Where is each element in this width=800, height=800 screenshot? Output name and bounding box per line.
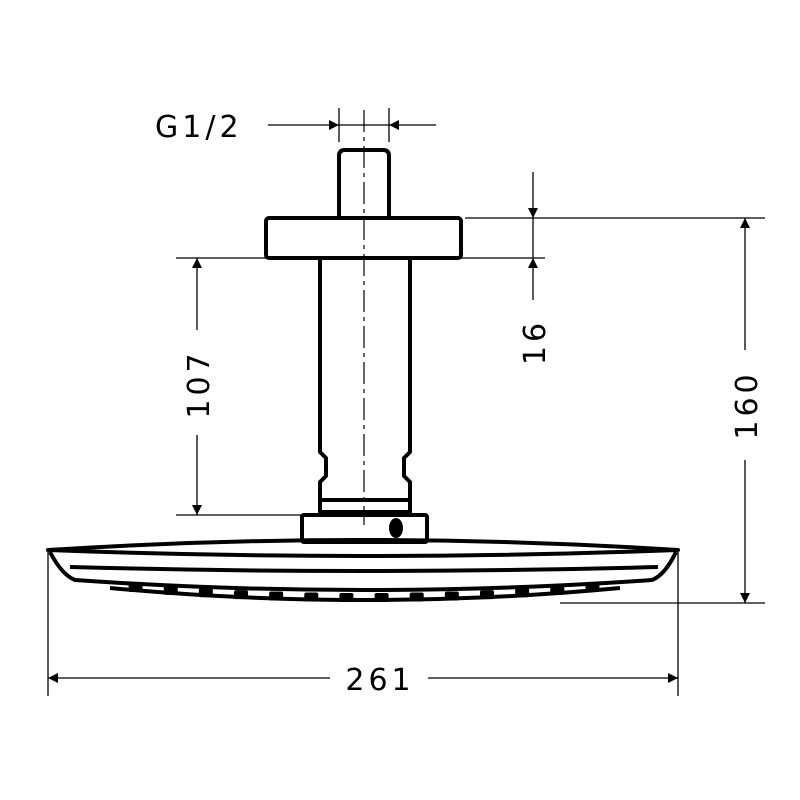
dimension-total-height: 160 bbox=[560, 218, 765, 604]
nozzle bbox=[339, 592, 354, 602]
nozzle bbox=[515, 588, 530, 598]
nozzle bbox=[269, 591, 284, 601]
arm-length-label: 107 bbox=[182, 349, 217, 418]
dimension-flange-height: 16 bbox=[176, 172, 765, 365]
ball-joint bbox=[389, 518, 403, 538]
nozzle bbox=[444, 591, 459, 601]
dimension-thread: G1/2 bbox=[155, 108, 436, 145]
nozzle bbox=[163, 585, 178, 595]
arm-ring bbox=[318, 498, 412, 514]
head-diameter-label: 261 bbox=[345, 663, 414, 698]
thread-label: G1/2 bbox=[155, 110, 243, 145]
nozzle bbox=[480, 590, 494, 600]
nozzle bbox=[234, 590, 248, 600]
shower-head bbox=[46, 538, 680, 602]
nozzle bbox=[198, 588, 213, 598]
nozzle bbox=[304, 592, 319, 602]
nozzle bbox=[128, 582, 143, 592]
nozzle bbox=[585, 582, 600, 592]
nozzle bbox=[409, 592, 424, 602]
dimension-head-diameter: 261 bbox=[47, 552, 679, 698]
thread-nipple bbox=[337, 148, 391, 218]
total-height-label: 160 bbox=[730, 370, 765, 439]
spray-nozzles bbox=[128, 582, 600, 602]
nozzle bbox=[550, 585, 565, 595]
nozzle bbox=[374, 592, 389, 602]
flange-height-label: 16 bbox=[518, 319, 553, 365]
dimension-arm-length: 107 bbox=[176, 258, 302, 516]
ceiling-arm bbox=[318, 258, 412, 502]
